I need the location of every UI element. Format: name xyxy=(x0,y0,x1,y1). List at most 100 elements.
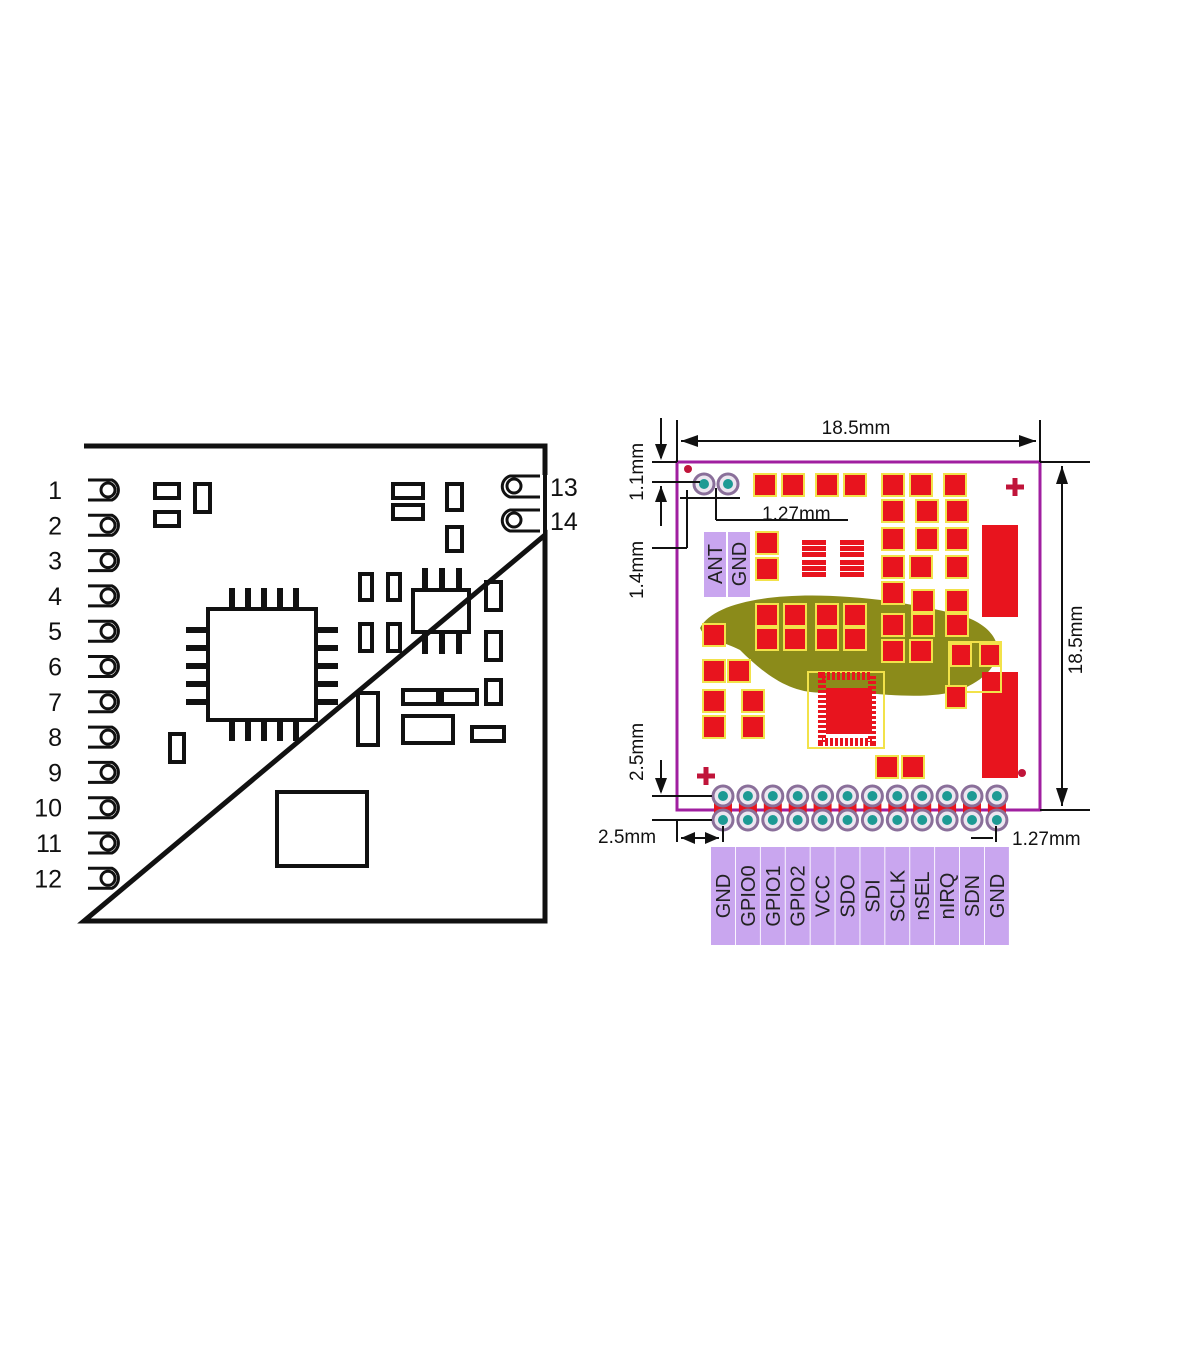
ic-leg xyxy=(422,632,428,654)
smd-pad xyxy=(881,613,905,637)
left-pin-number: 9 xyxy=(48,759,62,787)
chip-leg xyxy=(261,721,267,741)
crystal xyxy=(275,790,369,868)
header-pins xyxy=(692,472,1009,832)
left-components xyxy=(153,482,506,868)
pin-label-bg xyxy=(960,847,984,945)
smd-pad xyxy=(815,627,839,651)
left-pin-number: 10 xyxy=(34,795,62,823)
chip-leg xyxy=(317,627,338,633)
pin-hole xyxy=(99,552,117,570)
chip-leg xyxy=(186,699,207,705)
via-center xyxy=(867,791,878,801)
pin-pad xyxy=(88,725,120,749)
left-pin-number: 4 xyxy=(48,583,62,611)
left-pin-number: 5 xyxy=(48,618,62,646)
smd-pad xyxy=(881,639,905,663)
chip-leg xyxy=(186,627,207,633)
ic-outline xyxy=(807,671,885,749)
smd-pad xyxy=(950,643,972,667)
pin-hole xyxy=(99,622,117,640)
smd-pad xyxy=(781,473,805,497)
smd-pad xyxy=(755,531,779,555)
smd-pad xyxy=(702,689,726,713)
ic-leg xyxy=(439,568,445,590)
pin-hole xyxy=(99,658,117,675)
smd-pads xyxy=(684,465,1026,785)
bottom-pin-label: SDN xyxy=(962,875,984,917)
via-center xyxy=(767,815,778,825)
smd-pad xyxy=(802,560,826,565)
smd-pad xyxy=(802,540,826,545)
fiducial xyxy=(684,465,692,473)
pin-label-bg xyxy=(711,847,735,945)
smd-pad xyxy=(915,499,939,523)
pin-pad xyxy=(88,831,120,855)
pin-pad xyxy=(88,478,120,502)
pin-label-bg xyxy=(935,847,960,945)
via-center xyxy=(967,815,977,825)
pin-pad xyxy=(500,508,540,533)
pin-pad xyxy=(88,796,120,820)
pin-hole xyxy=(99,834,117,852)
smd-pad xyxy=(755,603,779,627)
pin-pad xyxy=(88,584,120,608)
bottom-pin-label: GPIO0 xyxy=(738,865,760,926)
chip-leg xyxy=(229,721,235,741)
ic-leg xyxy=(456,632,462,654)
via-center xyxy=(942,791,953,801)
bottom-pin-label: SDI xyxy=(862,879,884,912)
chip-leg xyxy=(293,721,299,741)
chip-leg xyxy=(277,721,283,741)
smd-pad xyxy=(945,555,969,579)
pcb-outline xyxy=(675,460,1042,812)
smd-pad xyxy=(755,557,779,581)
smd-pad xyxy=(881,473,905,497)
smd-pad xyxy=(843,473,867,497)
via-center xyxy=(699,479,709,489)
smd-pad xyxy=(881,527,905,551)
smd-pad xyxy=(843,627,867,651)
pin-pad xyxy=(88,655,120,678)
via-center xyxy=(917,815,928,825)
pin-hole xyxy=(505,477,523,495)
pin-hole xyxy=(99,516,117,534)
via-center xyxy=(842,815,853,825)
ic-leg xyxy=(439,632,445,654)
chip-leg xyxy=(317,645,338,651)
pin-hole xyxy=(99,799,117,817)
smd-pad xyxy=(783,603,807,627)
bottom-pin-label: GPIO2 xyxy=(788,865,810,926)
dim-bottom-pitch: 1.27mm xyxy=(1012,829,1081,850)
bottom-pin-label: nIRQ xyxy=(937,873,959,920)
left-pin-number: 3 xyxy=(48,548,62,576)
ic-leg xyxy=(422,568,428,590)
pin-pad xyxy=(88,619,120,643)
smd-pad xyxy=(909,555,933,579)
chip-leg xyxy=(317,699,338,705)
chip-leg xyxy=(229,588,235,608)
smd-pad xyxy=(840,572,864,577)
smd-pad xyxy=(840,566,864,571)
smd-pad xyxy=(881,581,905,605)
pin-hole xyxy=(99,693,117,711)
smd-pad xyxy=(945,685,967,709)
smd-pad xyxy=(741,689,765,713)
arrow-head xyxy=(1019,435,1036,447)
plus-mark xyxy=(697,767,715,785)
smd-pad xyxy=(753,473,777,497)
smd-pad xyxy=(815,473,839,497)
ic-center-pad xyxy=(826,688,872,734)
left-pin-number: 8 xyxy=(48,724,62,752)
plus-mark xyxy=(1006,478,1024,496)
via-center xyxy=(942,815,953,825)
via-center xyxy=(991,815,1002,825)
small-ic-legs xyxy=(422,568,462,654)
bottom-pin-label: nSEL xyxy=(912,872,934,921)
arrow-head xyxy=(681,832,695,844)
smd-pad xyxy=(815,603,839,627)
pin-pad xyxy=(88,513,120,537)
